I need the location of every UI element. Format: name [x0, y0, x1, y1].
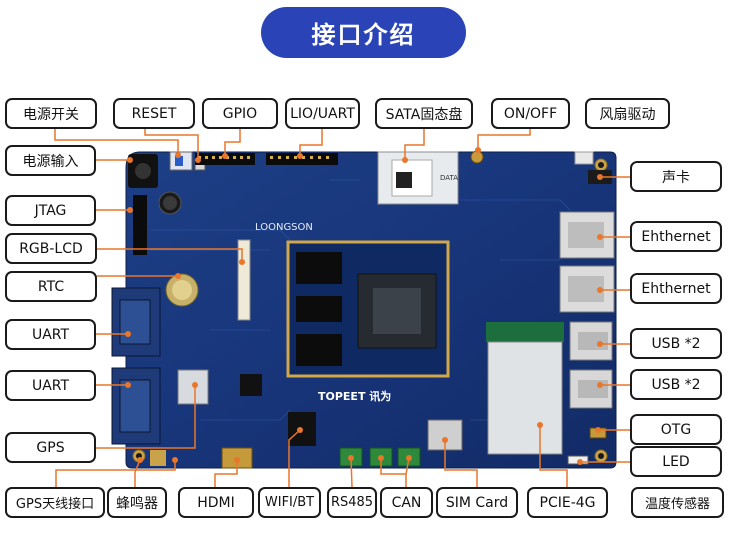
label-hdmi: HDMI	[178, 487, 254, 518]
maker-text: TOPEET 讯为	[318, 389, 391, 403]
fan-connector	[574, 151, 594, 165]
leader-lines	[54, 129, 630, 463]
lcd-fpc	[237, 239, 251, 321]
label-ethernet-2: Ehthernet	[630, 273, 722, 304]
label-rs485: RS485	[327, 487, 377, 518]
label-buzzer: 蜂鸣器	[107, 487, 167, 518]
ethernet-jacks	[559, 211, 615, 313]
label-can: CAN	[380, 487, 433, 518]
label-uart-2: UART	[5, 370, 96, 401]
label-ethernet-1: Ehthernet	[630, 221, 722, 252]
uart-db9-2	[111, 367, 161, 445]
label-temp-sensor: 温度传感器	[631, 487, 724, 518]
label-rtc: RTC	[5, 271, 97, 302]
label-led: LED	[630, 446, 722, 477]
label-fan-driver: 风扇驱动	[585, 98, 670, 129]
usb-ports	[569, 321, 613, 409]
4g-module	[487, 341, 563, 455]
pcie-slot	[486, 322, 564, 342]
buzzer	[150, 450, 166, 466]
label-sata: SATA固态盘	[375, 98, 473, 129]
memory-chips	[296, 252, 342, 366]
label-sim-card: SIM Card	[436, 487, 518, 518]
label-rgb-lcd: RGB-LCD	[5, 233, 97, 264]
label-wifi-bt: WIFI/BT	[258, 487, 321, 518]
label-uart-1: UART	[5, 319, 96, 350]
label-usb-2: USB *2	[630, 369, 722, 400]
sata-module-text: DATA	[440, 174, 458, 182]
jtag-header	[133, 195, 147, 255]
label-reset: RESET	[113, 98, 195, 129]
label-gps: GPS	[5, 432, 96, 463]
label-lio-uart: LIO/UART	[285, 98, 360, 129]
brand-text: LOONGSON	[255, 222, 313, 233]
page-title: 接口介绍	[261, 7, 466, 58]
label-gpio: GPIO	[202, 98, 278, 129]
label-on-off: ON/OFF	[491, 98, 570, 129]
label-power-switch: 电源开关	[5, 98, 97, 129]
label-sound-card: 声卡	[630, 161, 722, 192]
label-power-input: 电源输入	[5, 145, 96, 176]
label-usb-1: USB *2	[630, 328, 722, 359]
label-otg: OTG	[630, 414, 722, 445]
label-jtag: JTAG	[5, 195, 96, 226]
label-gps-antenna: GPS天线接口	[5, 487, 105, 518]
label-pcie-4g: PCIE-4G	[527, 487, 608, 518]
uart-db9-1	[111, 287, 161, 357]
